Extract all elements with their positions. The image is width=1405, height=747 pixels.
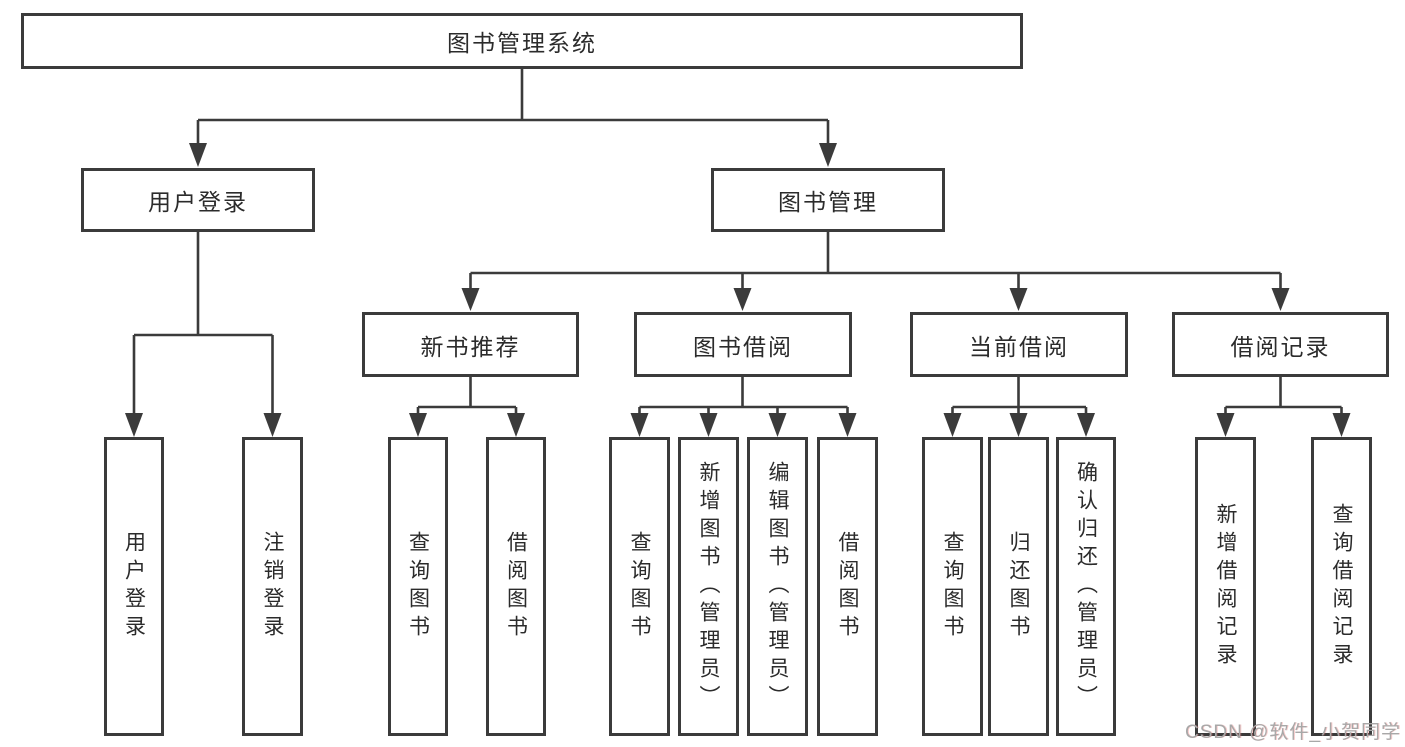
node-label: 图书管理: [778, 189, 878, 215]
leaf-cb-return-book: 归还图书: [988, 437, 1049, 736]
arrowhead: [768, 413, 787, 437]
node-label: 当前借阅: [969, 333, 1069, 360]
connector-borrow-records: [1224, 377, 1343, 416]
leaf-nb-query-books: 查询图书: [388, 437, 448, 736]
arrowhead: [1077, 413, 1095, 437]
arrowhead: [1009, 288, 1028, 311]
node-label: 新书推荐: [420, 333, 521, 360]
node-borrow-records: 借阅记录: [1172, 312, 1389, 377]
arrowhead: [943, 413, 962, 437]
leaf-user-login: 用户登录: [104, 437, 164, 736]
node-book-management: 图书管理: [711, 168, 945, 232]
leaf-logout: 注销登录: [242, 437, 303, 736]
leaf-bb-edit-book-admin: 编辑图书（管理员）: [747, 437, 808, 736]
leaf-cb-query-books: 查询图书: [922, 437, 983, 736]
arrowhead: [189, 143, 207, 167]
leaf-label: 确认归还（管理员）: [1074, 460, 1098, 713]
arrowhead: [461, 288, 480, 311]
connector-book-borrow: [638, 377, 849, 416]
node-book-borrow: 图书借阅: [634, 312, 852, 377]
leaf-label: 查询图书: [941, 530, 964, 643]
leaf-nb-borrow-books: 借阅图书: [486, 437, 546, 736]
arrowhead: [1216, 413, 1235, 437]
leaf-br-add-borrow-record: 新增借阅记录: [1195, 437, 1256, 736]
leaf-bb-borrow-books: 借阅图书: [817, 437, 878, 736]
leaf-label: 借阅图书: [504, 530, 528, 643]
leaf-label: 借阅图书: [836, 530, 859, 643]
leaf-label: 编辑图书（管理员）: [766, 460, 789, 713]
node-new-book-recommend: 新书推荐: [362, 312, 579, 377]
node-user-login: 用户登录: [81, 168, 315, 232]
arrowhead: [630, 413, 649, 437]
csdn-watermark: CSDN @软件_小贺同学: [1185, 722, 1401, 743]
connector-book-management: [469, 232, 1282, 290]
leaf-label: 查询图书: [628, 530, 651, 643]
leaf-bb-add-book-admin: 新增图书（管理员）: [678, 437, 739, 736]
arrowhead: [263, 413, 282, 437]
arrowhead: [819, 143, 837, 167]
leaf-label: 查询借阅记录: [1330, 502, 1353, 671]
leaf-label: 用户登录: [122, 530, 146, 643]
leaf-label: 注销登录: [261, 530, 284, 643]
leaf-label: 查询图书: [406, 530, 430, 643]
node-label: 图书管理系统: [447, 30, 597, 56]
leaf-label: 新增图书（管理员）: [697, 460, 720, 713]
leaf-cb-confirm-return-admin: 确认归还（管理员）: [1056, 437, 1116, 736]
arrowhead: [1332, 413, 1351, 437]
connector-user-login: [132, 232, 274, 416]
arrowhead: [1271, 288, 1290, 311]
connector-current-borrow: [951, 377, 1088, 416]
node-label: 借阅记录: [1230, 333, 1331, 360]
node-root-library-system: 图书管理系统: [21, 13, 1023, 69]
arrowhead: [409, 413, 427, 437]
arrowhead: [733, 288, 752, 311]
leaf-label: 归还图书: [1007, 530, 1030, 643]
node-label: 用户登录: [148, 189, 248, 215]
node-current-borrow: 当前借阅: [910, 312, 1128, 377]
leaf-label: 新增借阅记录: [1214, 502, 1237, 671]
connector-new-book: [416, 377, 518, 416]
connector-root: [196, 69, 830, 145]
arrowhead: [699, 413, 718, 437]
leaf-bb-query-books: 查询图书: [609, 437, 670, 736]
arrowhead: [1009, 413, 1028, 437]
arrowhead: [125, 413, 143, 437]
leaf-br-query-borrow-record: 查询借阅记录: [1311, 437, 1372, 736]
arrowhead: [507, 413, 525, 437]
arrowhead: [838, 413, 857, 437]
node-label: 图书借阅: [693, 333, 793, 360]
